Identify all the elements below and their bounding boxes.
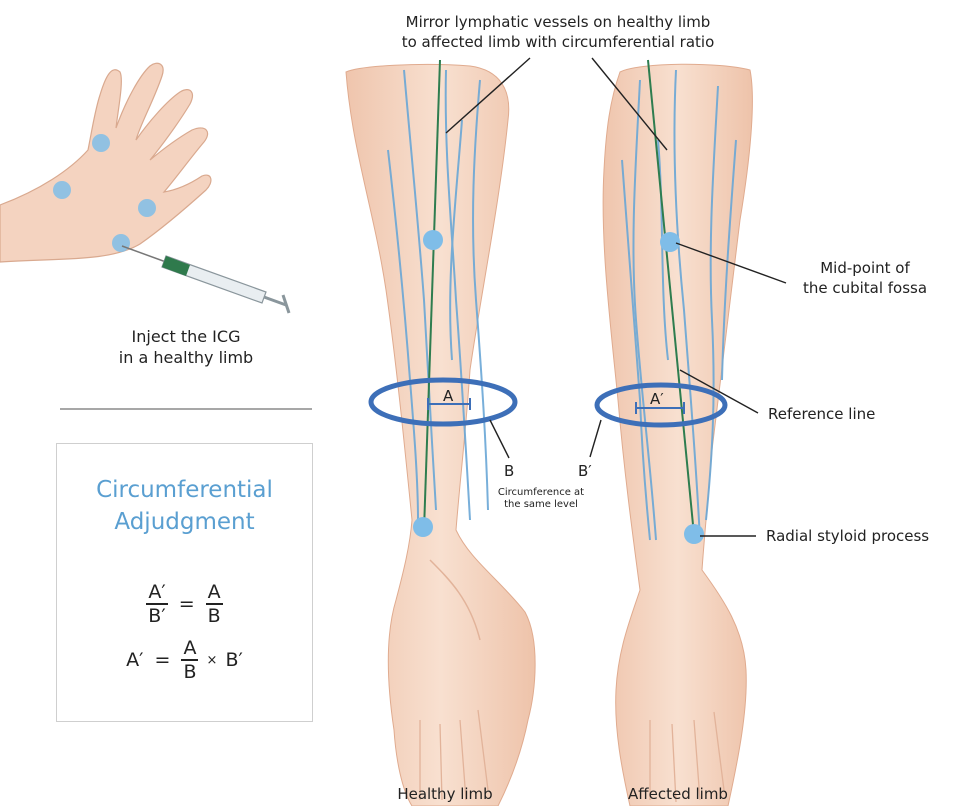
ratio-equation: A′ B′ = A B [57, 582, 312, 626]
affected-forearm-shape [603, 64, 752, 806]
multiply-sign: × [207, 653, 218, 668]
cubital-fossa-label-line2: the cubital fossa [790, 278, 940, 298]
a-prime-marker-label: A′ [650, 389, 664, 409]
ratio-rhs-denominator: B [208, 605, 221, 626]
syringe-icon [122, 246, 289, 313]
a-marker-label: A [443, 386, 453, 406]
hand-injection-point [53, 181, 71, 199]
ratio-rhs-numerator: A [206, 582, 223, 605]
healthy-limb-label: Healthy limb [370, 784, 520, 804]
top-caption-line2: to affected limb with circumferential ra… [348, 32, 768, 52]
affected-forearm-illustration [597, 60, 752, 806]
circumferential-adjudgment-box: Circumferential Adjudgment A′ B′ = A B A… [56, 443, 313, 722]
a-prime-fraction-denominator: B [183, 661, 196, 682]
hand-injection-point [138, 199, 156, 217]
a-prime-fraction: A B [181, 638, 198, 682]
affected-cubital-fossa-point [660, 232, 680, 252]
radial-styloid-label: Radial styloid process [766, 526, 929, 546]
a-prime-equals-sign: = [155, 649, 171, 671]
b-prime-leader [590, 420, 601, 457]
healthy-forearm-illustration [346, 60, 535, 806]
inject-caption-line2: in a healthy limb [60, 347, 312, 368]
top-caption-line1: Mirror lymphatic vessels on healthy limb [348, 12, 768, 32]
injection-hand-illustration [0, 63, 289, 313]
healthy-radial-styloid-point [413, 517, 433, 537]
inject-caption: Inject the ICG in a healthy limb [60, 326, 312, 368]
top-caption: Mirror lymphatic vessels on healthy limb… [348, 12, 768, 52]
affected-radial-styloid-point [684, 524, 704, 544]
cubital-fossa-label-line1: Mid-point of [790, 258, 940, 278]
a-prime-equation: A′ = A B × B′ [57, 638, 312, 682]
b-prime-marker-label: B′ [578, 461, 592, 481]
formula-box-title-line1: Circumferential [57, 474, 312, 506]
a-prime-lhs: A′ [126, 649, 143, 671]
hand-injection-point [92, 134, 110, 152]
a-prime-fraction-numerator: A [181, 638, 198, 661]
affected-limb-label: Affected limb [603, 784, 753, 804]
hand-injection-point [112, 234, 130, 252]
ratio-lhs-numerator: A′ [146, 582, 167, 605]
healthy-forearm-shape [346, 64, 535, 806]
a-prime-factor: B′ [225, 649, 242, 671]
healthy-cubital-fossa-point [423, 230, 443, 250]
hand-shape [0, 63, 211, 262]
formula-box-title-line2: Adjudgment [57, 506, 312, 538]
ratio-lhs-fraction: A′ B′ [146, 582, 167, 626]
b-marker-label: B [504, 461, 514, 481]
ratio-rhs-fraction: A B [206, 582, 223, 626]
ratio-lhs-denominator: B′ [148, 605, 165, 626]
circumference-note-line1: Circumference at [486, 487, 596, 499]
circumference-note-line2: the same level [486, 499, 596, 511]
circumference-note: Circumference at the same level [486, 487, 596, 511]
cubital-fossa-label: Mid-point of the cubital fossa [790, 258, 940, 298]
ratio-equals-sign: = [179, 593, 195, 615]
formula-box-title: Circumferential Adjudgment [57, 474, 312, 538]
b-leader [490, 420, 509, 458]
reference-line-label: Reference line [768, 404, 875, 424]
inject-caption-line1: Inject the ICG [60, 326, 312, 347]
